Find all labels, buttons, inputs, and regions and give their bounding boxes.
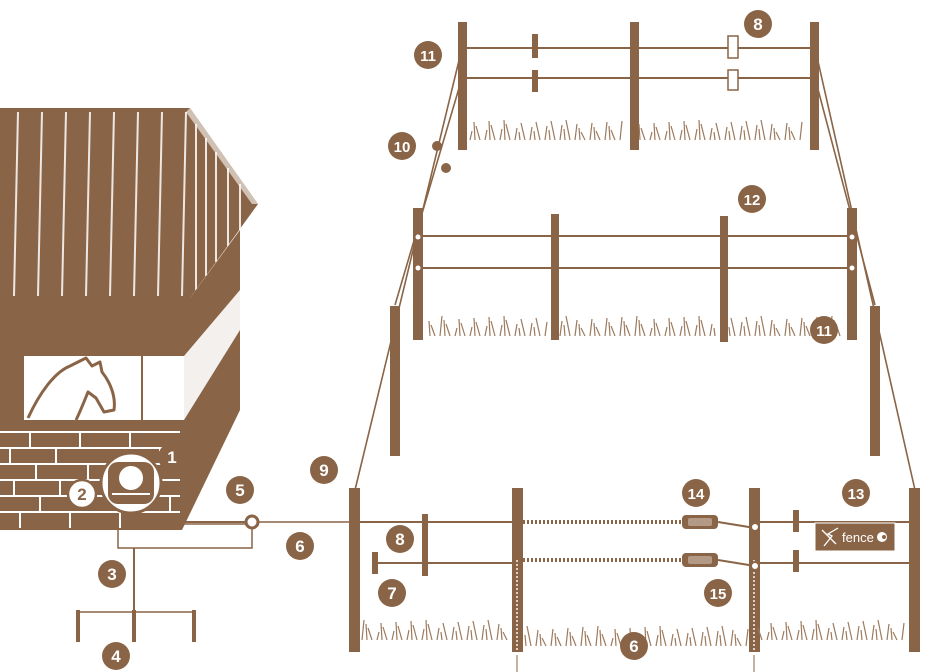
marker-circle [682, 479, 710, 507]
marker-circle [66, 478, 98, 510]
marker-circle [842, 479, 870, 507]
marker-label: 11 [816, 323, 832, 340]
grass [361, 119, 905, 647]
marker-label: 7 [387, 584, 396, 603]
marker-label: 8 [395, 530, 404, 549]
stable-building [0, 108, 258, 530]
marker-circle [414, 41, 442, 69]
marker-circle [98, 560, 126, 588]
marker-circle [810, 316, 838, 344]
marker-circle [158, 443, 186, 471]
back-fence [432, 22, 819, 173]
marker-label: 3 [107, 565, 116, 584]
marker-label: 5 [235, 481, 244, 500]
marker-circle [310, 456, 338, 484]
marker-label: 11 [420, 48, 436, 65]
horse-head-icon [26, 356, 116, 421]
marker-5: 5 [226, 476, 254, 504]
marker-label: 10 [394, 139, 411, 156]
marker-label: 9 [319, 461, 328, 480]
marker-label: 6 [629, 637, 638, 656]
roof-ribs [13, 111, 241, 297]
marker-10: 10 [388, 132, 416, 160]
marker-circle [102, 642, 130, 670]
marker-circle [744, 10, 772, 38]
marker-8: 8 [386, 525, 414, 553]
marker-label: 8 [753, 15, 762, 34]
marker-14: 14 [682, 479, 710, 507]
marker-2: 2 [66, 478, 98, 510]
perspective-wires [354, 47, 916, 491]
marker-label: 14 [688, 486, 705, 503]
marker-label: 6 [295, 537, 304, 556]
marker-circle [738, 185, 766, 213]
marker-label: 15 [710, 586, 727, 603]
marker-label: 4 [111, 647, 121, 666]
front-fence: fence [349, 488, 920, 672]
marker-3: 3 [98, 560, 126, 588]
middle-fence [390, 208, 880, 456]
marker-4: 4 [102, 642, 130, 670]
marker-circle [386, 525, 414, 553]
marker-13: 13 [842, 479, 870, 507]
marker-11: 11 [414, 41, 442, 69]
marker-label: 2 [77, 485, 86, 504]
marker-circle [286, 532, 314, 560]
marker-circle [378, 579, 406, 607]
marker-1: 1 [158, 443, 186, 471]
marker-label: 1 [167, 448, 176, 467]
marker-circle [704, 579, 732, 607]
marker-6: 6 [286, 532, 314, 560]
marker-label: 13 [848, 486, 865, 503]
marker-12: 12 [738, 185, 766, 213]
marker-circle [620, 632, 648, 660]
cables [78, 515, 355, 613]
marker-8: 8 [744, 10, 772, 38]
marker-7: 7 [378, 579, 406, 607]
marker-label: 12 [744, 192, 761, 209]
energizer-unit [99, 451, 163, 515]
marker-circle [388, 132, 416, 160]
marker-15: 15 [704, 579, 732, 607]
marker-9: 9 [310, 456, 338, 484]
cable-connector [244, 514, 260, 530]
marker-circle [226, 476, 254, 504]
lightning-icon [821, 527, 839, 547]
sign-text: fence [842, 530, 874, 545]
marker-6: 6 [620, 632, 648, 660]
ground-rods [76, 610, 196, 642]
marker-11: 11 [810, 316, 838, 344]
